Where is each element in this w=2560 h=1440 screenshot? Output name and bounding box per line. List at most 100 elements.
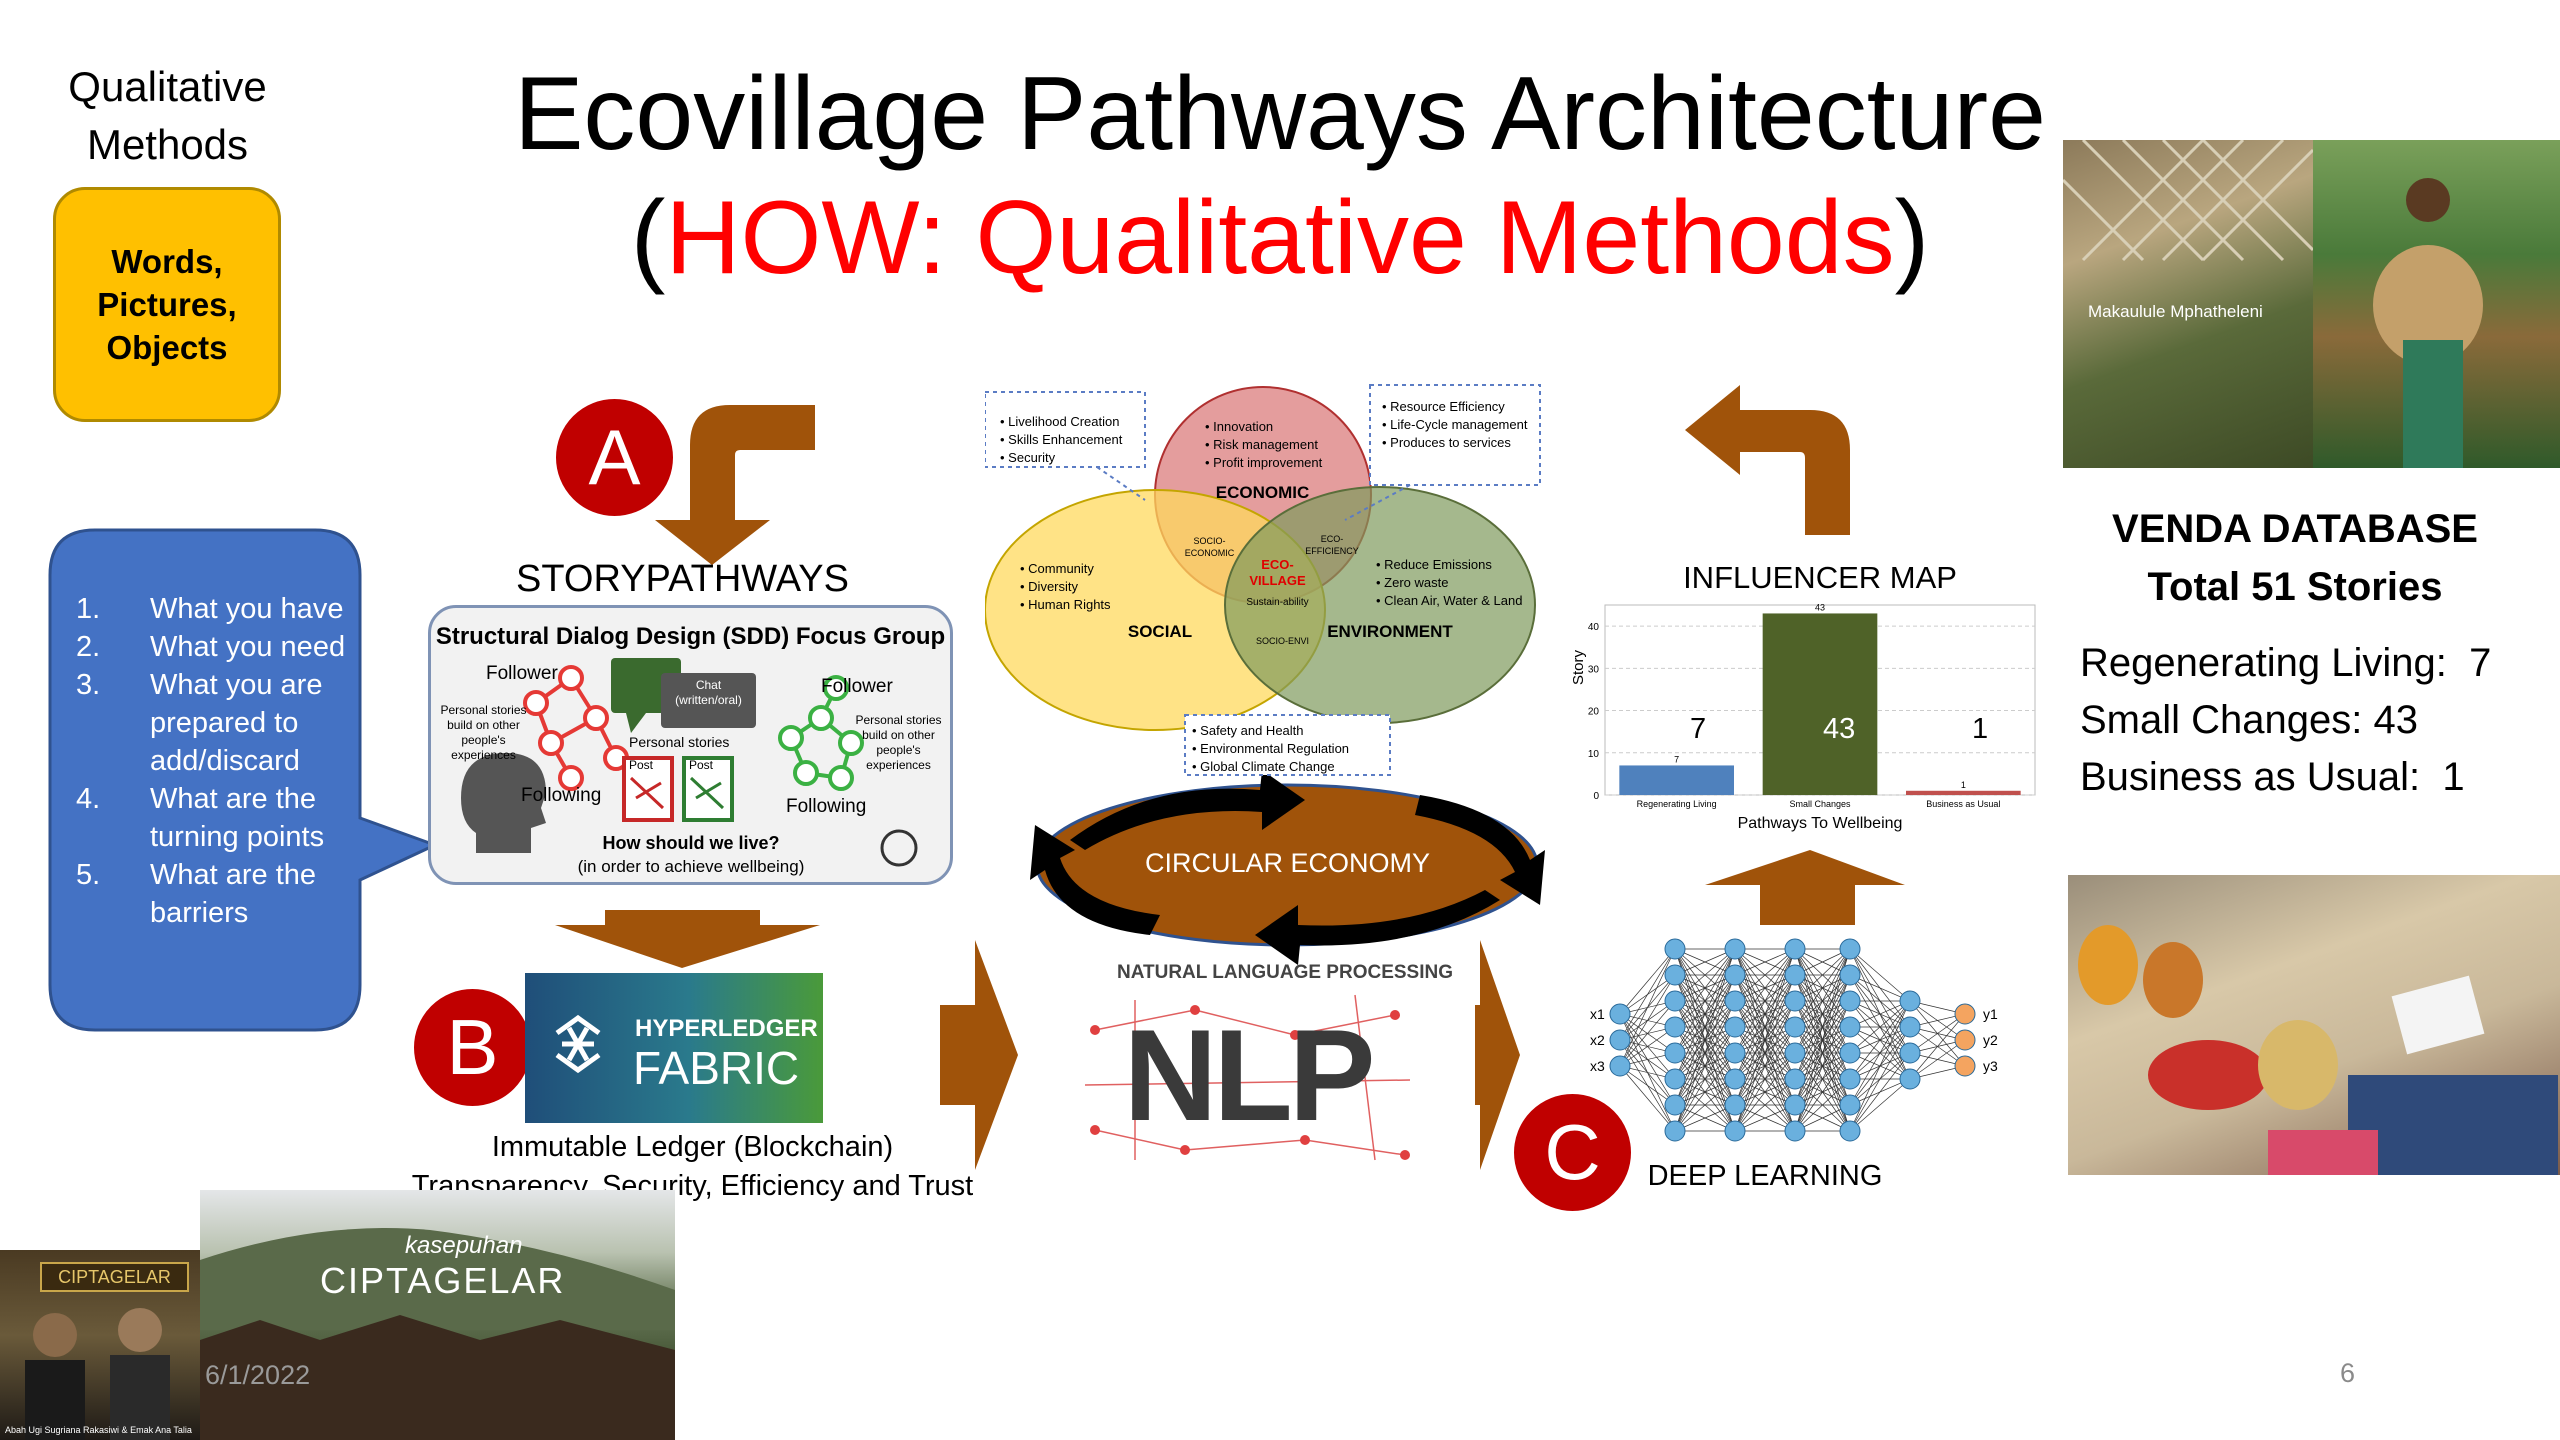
nn-connection [1849, 1026, 1911, 1132]
environment-item: • Reduce Emissions [1376, 557, 1492, 572]
nn-connection [1674, 1078, 1736, 1132]
callout-item-text: What are the barriers [150, 859, 317, 929]
callout-item-number: 5. [76, 859, 101, 891]
arrow-up-to-chart-icon [1705, 850, 1905, 925]
venda-stats: Regenerating Living: 7 Small Changes: 43… [2080, 635, 2550, 806]
nn-connection [1619, 974, 1676, 1067]
chart-overlay-value-2: 43 [1823, 713, 1856, 745]
photo-caption-makaulule: Makaulule Mphatheleni [2088, 302, 2263, 321]
economic-label: ECONOMIC [1215, 483, 1310, 502]
callout-item-number: 1. [76, 593, 101, 625]
chart-overlay-value-3: 1 [1972, 713, 1989, 745]
following-right-label: Following [786, 796, 867, 817]
arrow-down-to-ledger-icon [555, 910, 820, 968]
nn-node [1839, 964, 1861, 986]
venn-callout-top-left: • Livelihood Creation• Skills Enhancemen… [1000, 413, 1150, 467]
economic-item: • Risk management [1205, 437, 1318, 452]
callout-item: 5. What are the barriers [62, 856, 362, 932]
social-label: SOCIAL [1127, 622, 1193, 641]
nn-node [1724, 964, 1746, 986]
sdd-box-title: Structural Dialog Design (SDD) Focus Gro… [435, 623, 946, 650]
nn-connection [1674, 948, 1736, 1054]
chart-ytick-label: 20 [1588, 707, 1600, 718]
venn-callout-item: • Environmental Regulation [1192, 741, 1350, 756]
nlp-logo-text: NLP [1123, 1002, 1376, 1148]
venn-callout-item: • Livelihood Creation [1000, 414, 1120, 429]
slide-title: Ecovillage Pathways Architecture [514, 56, 2046, 172]
arrow-a-icon [655, 405, 815, 565]
venn-callout-item: • Produces to services [1382, 435, 1511, 450]
nn-node [1954, 1029, 1976, 1051]
sdd-question: How should we live? [602, 833, 780, 853]
nn-node [1609, 1003, 1631, 1025]
nn-node [1724, 1120, 1746, 1142]
chart-ytick-label: 0 [1593, 791, 1599, 802]
chart-bar [1762, 613, 1878, 795]
nn-connection [1674, 948, 1736, 1002]
nn-node [1839, 1016, 1861, 1038]
following-left-label: Following [521, 785, 602, 806]
nn-node [1784, 1094, 1806, 1116]
venn-callout-bottom: • Safety and Health• Environmental Regul… [1192, 722, 1397, 776]
nn-node [1664, 1120, 1686, 1142]
venda-total-stories: Total 51 Stories [2147, 565, 2443, 609]
nn-connection [1794, 1052, 1851, 1132]
nn-connection [1674, 1026, 1736, 1132]
circular-arrow-top-icon [1070, 770, 1305, 850]
nn-node [1664, 1068, 1686, 1090]
nn-output-label: y1 [1983, 1006, 1998, 1022]
nn-input-label: x2 [1590, 1032, 1605, 1048]
arrow-right-to-dl-icon [1475, 940, 1520, 1170]
gourd-graphic [2373, 178, 2483, 468]
chart-category-label: Small Changes [1789, 799, 1851, 809]
nn-connection [1619, 1000, 1676, 1067]
callout-item-text: What you have [150, 593, 344, 625]
arrow-right-to-nlp-icon [940, 940, 1018, 1170]
chart-data-label: 7 [1674, 754, 1679, 764]
nn-connection [1794, 1026, 1851, 1132]
nn-connection [1849, 1078, 1911, 1132]
nn-connection [1849, 974, 1911, 1002]
chart-ytick-label: 40 [1588, 622, 1600, 633]
nn-connection [1849, 1000, 1911, 1106]
nn-node [1609, 1055, 1631, 1077]
nn-connection [1674, 948, 1736, 976]
venn-callout-top-right: • Resource Efficiency• Life-Cycle manage… [1382, 398, 1542, 452]
nn-connection [1734, 1078, 1796, 1132]
callout-item: 2.What you need [62, 628, 362, 666]
social-item: • Community [1020, 561, 1094, 576]
chart-ytick-label: 10 [1588, 749, 1600, 760]
nn-node [1724, 938, 1746, 960]
words-pictures-objects-box: Words, Pictures, Objects [53, 187, 281, 422]
hyperledger-fabric-logo: HYPERLEDGER FABRIC [525, 973, 823, 1123]
venda-database-title: VENDA DATABASE [2112, 507, 2478, 551]
nn-connection [1734, 948, 1796, 1054]
photo-abah-ugi: CIPTAGELAR Abah Ugi Sugriana Rakasiwi & … [0, 1250, 200, 1440]
ciptagelar-sign: CIPTAGELAR [40, 1262, 189, 1292]
venn-callout-item: • Security [1000, 450, 1056, 465]
nn-connection [1849, 1000, 1911, 1132]
slide-subtitle: (HOW: Qualitative Methods) [420, 176, 2140, 300]
chart-ylabel: Story [1570, 649, 1587, 685]
callout-item: 4.What are the turning points [62, 780, 362, 856]
callout-item: 3.What you are prepared to add/discard [62, 666, 362, 780]
nn-connection [1734, 1000, 1796, 1132]
chart-data-label: 1 [1961, 780, 1966, 790]
nlp-heading: NATURAL LANGUAGE PROCESSING [1116, 962, 1454, 983]
personal-stories-mid: Personal stories [629, 734, 730, 750]
ciptagelar-big-title: CIPTAGELAR [320, 1260, 566, 1301]
nn-node [1784, 1068, 1806, 1090]
nn-connection [1794, 948, 1851, 1028]
sdd-question-sub: (in order to achieve wellbeing) [577, 857, 805, 876]
qualitative-methods-heading: Qualitative Methods [68, 63, 267, 168]
ciptagelar-small-title: kasepuhan [405, 1232, 523, 1259]
chart-overlay-value-1: 7 [1690, 713, 1707, 745]
nn-input-label: x1 [1590, 1006, 1605, 1022]
nlp-network-graphic [1084, 994, 1411, 1161]
chat-label: Chat (written/oral) [675, 678, 742, 707]
nn-node [1664, 990, 1686, 1012]
nn-connection [1734, 1052, 1796, 1132]
